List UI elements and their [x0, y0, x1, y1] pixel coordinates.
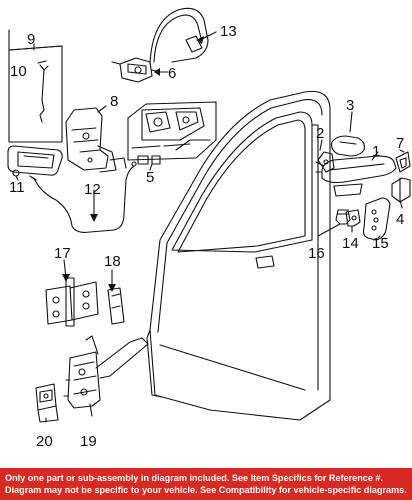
part-13-cable — [149, 7, 209, 65]
callout-17: 17 — [54, 245, 71, 262]
callout-9: 9 — [27, 31, 35, 48]
door-panel-outline — [146, 90, 331, 421]
part-17-hinge — [45, 277, 99, 327]
disclaimer-line-2: Diagram may not be specific to your vehi… — [5, 485, 407, 495]
leader-lines — [15, 31, 405, 423]
callout-10: 10 — [10, 63, 27, 80]
arrow-heads — [62, 36, 204, 292]
callout-labels: 9 10 13 6 8 3 1 2 7 4 5 12 11 17 18 16 1… — [9, 23, 404, 450]
part-4-cover — [391, 177, 411, 203]
part-8-lock-actuator — [65, 107, 127, 173]
part-12-cable — [29, 161, 137, 233]
part-5-latch — [127, 101, 217, 165]
part-1-outer-handle — [315, 155, 397, 197]
part-20-bracket — [35, 383, 59, 423]
callout-1: 1 — [372, 143, 380, 160]
callout-6: 6 — [168, 65, 176, 82]
callout-11: 11 — [9, 179, 25, 196]
callout-13: 13 — [220, 23, 237, 40]
callout-16: 16 — [308, 245, 325, 262]
part-10-rod — [39, 64, 45, 123]
callout-2: 2 — [316, 125, 324, 142]
callout-7: 7 — [396, 135, 404, 152]
callout-8: 8 — [110, 93, 118, 110]
callout-12: 12 — [84, 181, 101, 198]
part-7-cap — [395, 151, 411, 173]
disclaimer-line-1: Only one part or sub-assembly in diagram… — [5, 473, 384, 483]
part-6-lock-cylinder — [111, 57, 161, 83]
callout-15: 15 — [372, 235, 389, 252]
part-14-clip — [345, 209, 361, 227]
part-9-box — [8, 29, 63, 143]
callout-20: 20 — [36, 433, 53, 450]
disclaimer-banner: Only one part or sub-assembly in diagram… — [0, 468, 412, 500]
part-19-door-check — [63, 335, 149, 409]
callout-3: 3 — [346, 97, 354, 114]
part-2-bracket — [317, 151, 335, 173]
part-11-inner-handle — [7, 145, 63, 177]
part-18-bracket — [107, 287, 125, 325]
callout-19: 19 — [80, 433, 97, 450]
callout-4: 4 — [396, 211, 404, 228]
part-15-key-fob — [362, 197, 391, 241]
callout-5: 5 — [146, 169, 154, 186]
part-3-gasket — [331, 135, 365, 157]
callout-18: 18 — [104, 253, 121, 270]
callout-14: 14 — [342, 235, 359, 252]
